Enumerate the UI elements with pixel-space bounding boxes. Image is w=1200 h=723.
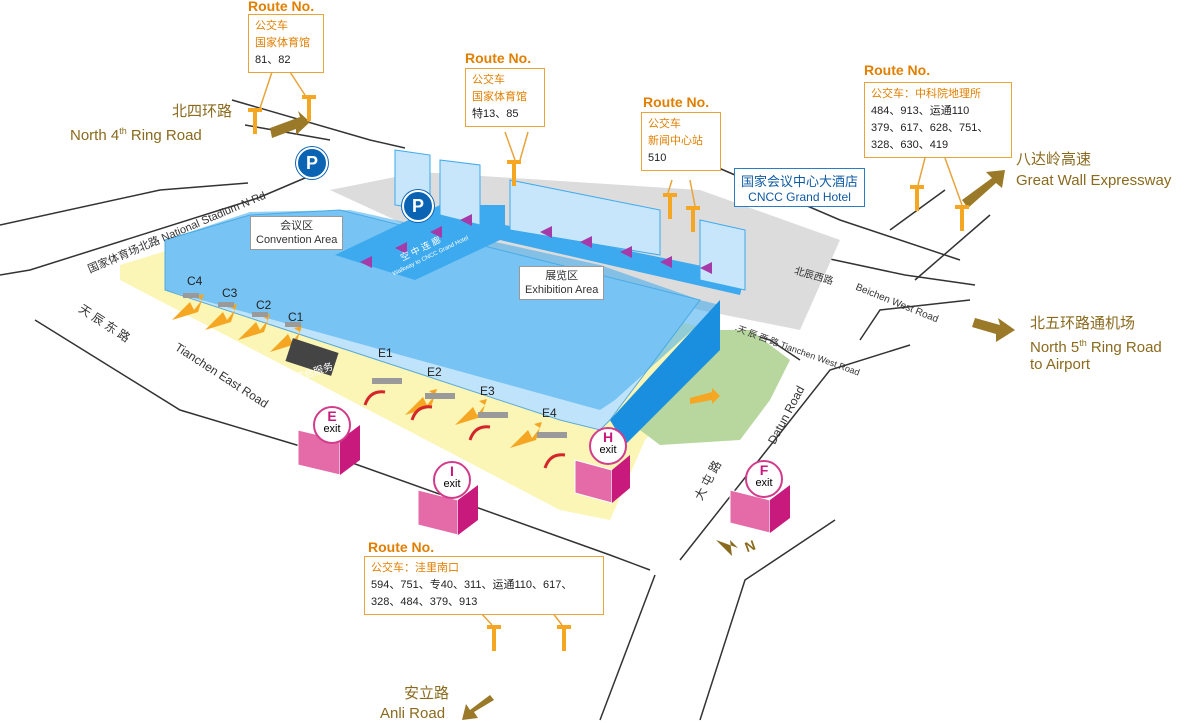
entry-arrows [172, 294, 720, 448]
exit-boxes [297, 425, 790, 536]
road-north4-cn: 北四环路 [171, 103, 232, 120]
building-side [610, 300, 720, 445]
route-n-line2: 国家体育馆 [472, 91, 527, 103]
hotel-east [699, 219, 746, 291]
convention-cn: 会议区 [280, 220, 314, 232]
exit-h-letter: H [602, 429, 614, 445]
route-title-s: Route No. [368, 539, 435, 555]
road-anli-cn: 安立路 [404, 685, 450, 702]
route-callout-nw: 公交车 国家体育馆 81、82 [248, 14, 324, 73]
route-nw-line1: 公交车 [255, 20, 288, 32]
road-north5-cn: 北五环路通机场 [1030, 315, 1136, 332]
exit-e-letter: E [327, 408, 337, 424]
convention-en: Convention Area [256, 234, 338, 246]
route-ne1-line1: 公交车 [648, 118, 681, 130]
route-nw-line2: 国家体育馆 [255, 37, 310, 49]
ticket-office [285, 338, 339, 376]
route-nw-line3: 81、82 [255, 54, 291, 66]
route-s-line1: 公交车：洼里南口 [371, 562, 459, 574]
exit-f-marker[interactable]: F exit [745, 460, 783, 498]
route-callout-ne2: 公交车：中科院地理所 484、913、运通110 379、617、628、751… [864, 82, 1012, 158]
route-s-line3: 328、484、379、913 [371, 596, 478, 608]
route-ne2-line4: 328、630、419 [871, 139, 949, 151]
road-gwe-en: Great Wall Expressway [1016, 172, 1172, 189]
route-callout-n: 公交车 国家体育馆 特13、85 [465, 68, 545, 127]
turn-arrows [363, 390, 566, 469]
route-callout-ne1: 公交车 新闻中心站 510 [641, 112, 721, 171]
gate-e2: E2 [427, 365, 442, 379]
route-callout-s: 公交车：洼里南口 594、751、专40、311、运通110、617、 328、… [364, 556, 604, 615]
parking-icon-2[interactable]: P [402, 190, 434, 222]
parking-icon-1[interactable]: P [296, 147, 328, 179]
route-ne2-line1: 公交车：中科院地理所 [871, 88, 981, 100]
gate-bars [183, 293, 567, 438]
exit-i-marker[interactable]: I exit [433, 461, 471, 499]
route-ne2-line2: 484、913、运通110 [871, 105, 970, 117]
route-n-line3: 特13、85 [472, 108, 519, 120]
route-title-n: Route No. [465, 50, 532, 66]
exhibition-area-label: 展览区 Exhibition Area [519, 266, 605, 300]
gate-e4: E4 [542, 406, 557, 420]
gate-e1: E1 [378, 346, 393, 360]
walkway-arrows [360, 214, 712, 274]
route-s-line2: 594、751、专40、311、运通110、617、 [371, 579, 573, 591]
exit-e-text: exit [323, 423, 341, 435]
route-ne2-line3: 379、617、628、751、 [871, 122, 989, 134]
gate-e3: E3 [480, 384, 495, 398]
direction-arrows [270, 111, 1015, 720]
convention-area-label: 会议区 Convention Area [250, 216, 344, 250]
route-title-ne1: Route No. [643, 94, 710, 110]
road-north4-en: North 4th Ring Road [70, 126, 202, 144]
exhibition-en: Exhibition Area [525, 284, 599, 296]
walkway-bridge [335, 205, 745, 295]
exit-f-letter: F [759, 462, 769, 478]
exit-f-text: exit [755, 477, 773, 489]
route-ne1-line3: 510 [648, 152, 667, 164]
gate-c4: C4 [187, 274, 203, 288]
exit-i-text: exit [443, 478, 461, 490]
building-top [165, 210, 720, 410]
road-anli-en: Anli Road [380, 705, 446, 722]
road-gwe-cn: 八达岭高速 [1016, 151, 1092, 168]
gate-c2: C2 [256, 298, 272, 312]
exit-e-marker[interactable]: E exit [313, 406, 351, 444]
bus-stop-signs [248, 95, 969, 651]
gate-c1: C1 [288, 310, 304, 324]
route-title-ne2: Route No. [864, 62, 931, 78]
road-north5-en2: to Airport [1030, 356, 1091, 373]
hotel-main [509, 179, 661, 256]
compass-arrow [716, 540, 738, 556]
hotel-cn: 国家会议中心大酒店 [741, 174, 859, 189]
exit-h-marker[interactable]: H exit [589, 427, 627, 465]
hotel-en: CNCC Grand Hotel [748, 190, 851, 204]
hotel-label: 国家会议中心大酒店 CNCC Grand Hotel [734, 168, 866, 207]
road-north5-en: North 5th Ring Road [1030, 338, 1162, 356]
exit-i-letter: I [450, 463, 454, 479]
route-title-nw: Route No. [248, 0, 315, 14]
gate-c3: C3 [222, 286, 238, 300]
tower-b [439, 159, 481, 226]
green-area [640, 330, 790, 445]
route-n-line1: 公交车 [472, 74, 505, 86]
route-ne1-line2: 新闻中心站 [648, 135, 703, 147]
exhibition-cn: 展览区 [545, 270, 579, 282]
exit-h-text: exit [599, 444, 617, 456]
